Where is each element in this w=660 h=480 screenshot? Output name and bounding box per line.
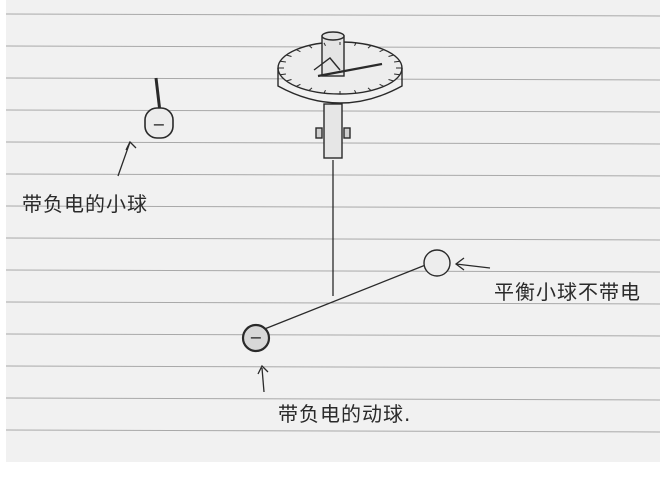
- scale-tick: [308, 87, 313, 91]
- scale-tick: [394, 73, 400, 76]
- small-ball-body: [144, 107, 174, 139]
- scale-tick: [379, 83, 385, 87]
- scale-tick: [286, 54, 292, 57]
- scale-tick: [280, 73, 286, 76]
- top-knob: [321, 35, 345, 77]
- scale-tick: [388, 54, 394, 57]
- small-ball-sign: −: [152, 115, 165, 134]
- scale-tick: [379, 49, 385, 53]
- pointer-base: [313, 57, 341, 71]
- balance-rod: [261, 263, 429, 331]
- scale-ticks: [278, 42, 402, 94]
- charged-small-ball: −: [144, 77, 174, 139]
- scale-tick: [394, 60, 400, 63]
- scale-tick: [308, 45, 313, 49]
- rule-line: [5, 429, 660, 433]
- rule-line: [5, 365, 660, 369]
- moving-ball-sign: −: [249, 328, 262, 347]
- scale-tick: [280, 60, 286, 63]
- charged-moving-ball: −: [241, 323, 271, 353]
- arrow-to-moving-ball: [261, 367, 265, 393]
- label-balance-ball: 平衡小球不带电: [494, 280, 641, 304]
- annotation-arrows: [117, 140, 491, 393]
- scale-tick: [354, 42, 357, 47]
- scale-tick: [295, 49, 301, 53]
- moving-ball-body: [241, 323, 271, 353]
- rule-line: [5, 13, 660, 17]
- scale-tick: [354, 89, 357, 94]
- arrow-to-balance-ball: [455, 263, 491, 269]
- scale-disc-rim: [277, 68, 403, 104]
- scale-tick: [367, 87, 372, 91]
- scale-tick: [323, 89, 326, 94]
- label-charged-small-ball: 带负电的小球: [22, 192, 148, 216]
- balance-ball: [423, 249, 451, 277]
- rule-line: [5, 301, 660, 305]
- pointer-needle: [317, 62, 383, 78]
- small-ball-stick: [154, 77, 162, 113]
- scale-tick: [367, 45, 372, 49]
- scale-tick: [388, 79, 394, 82]
- scale-tick: [295, 83, 301, 87]
- arrow-to-balance-ball-head: [454, 257, 465, 271]
- left-screw: [315, 127, 323, 139]
- arrow-to-small-ball-head: [125, 140, 137, 151]
- label-charged-moving-ball: 带负电的动球.: [278, 402, 412, 426]
- suspension-tube: [323, 103, 343, 159]
- scale-tick: [286, 79, 292, 82]
- arrow-to-small-ball: [117, 141, 131, 177]
- scale-tick: [323, 42, 326, 47]
- rule-line: [5, 333, 660, 337]
- right-screw: [343, 127, 351, 139]
- top-knob-cap: [321, 31, 345, 41]
- torsion-balance-head: [277, 31, 403, 159]
- arrow-to-moving-ball-head: [257, 364, 269, 375]
- rule-line: [5, 397, 660, 401]
